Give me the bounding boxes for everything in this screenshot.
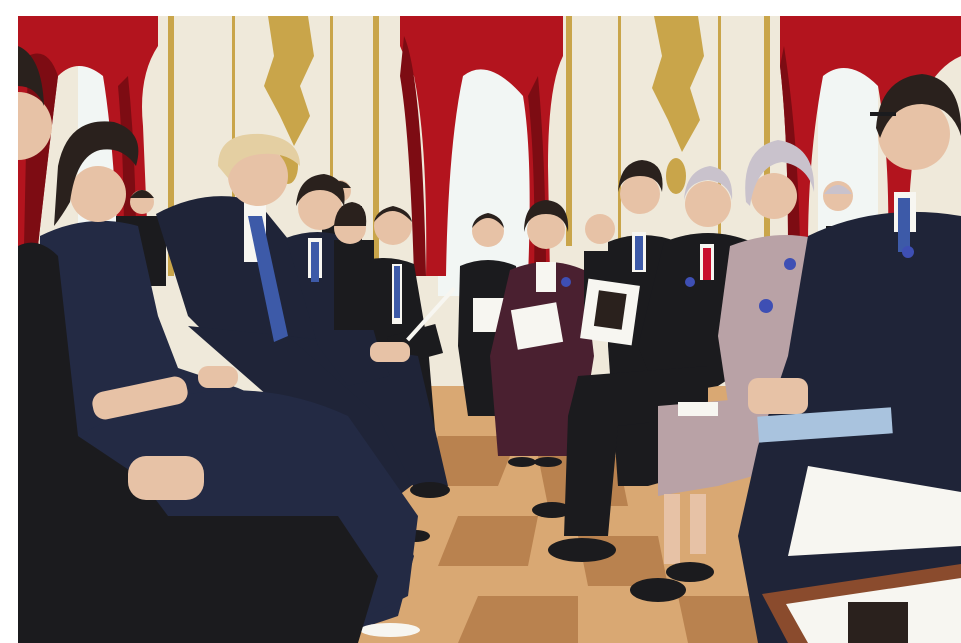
person-woman-maroon <box>490 200 594 467</box>
meeting-scene <box>18 16 961 643</box>
person-man-glasses-middle <box>334 202 374 330</box>
person-foreground-left-edge <box>18 46 378 643</box>
window-right <box>818 46 878 246</box>
shoe <box>548 538 616 562</box>
blue-folder <box>757 407 893 443</box>
photo <box>18 16 961 643</box>
paper-document <box>788 466 961 556</box>
portrait-frame-bottom-right <box>762 564 961 643</box>
gold-ornament-right <box>652 16 704 194</box>
photo-portrait-1 <box>510 302 564 350</box>
